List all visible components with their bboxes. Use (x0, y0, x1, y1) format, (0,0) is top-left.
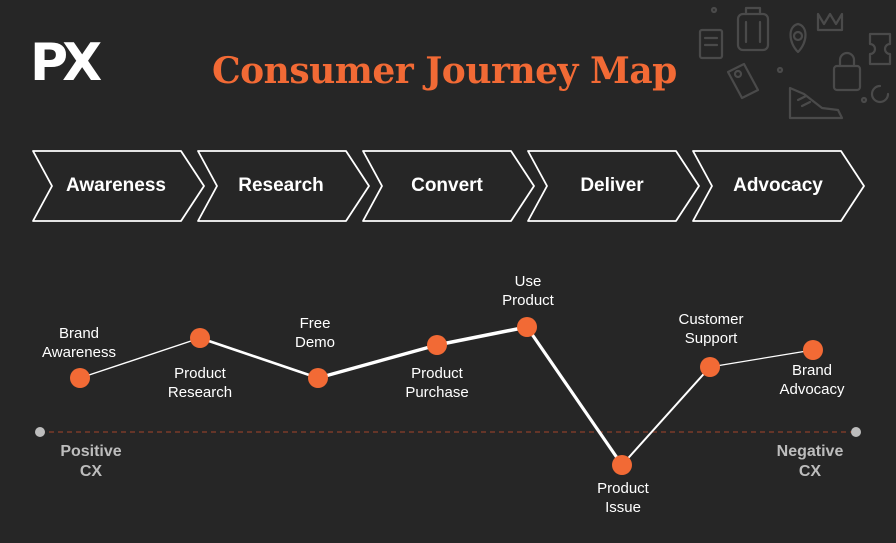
px-logo-text: PX (30, 33, 102, 86)
sneaker-icon (788, 86, 844, 120)
point-label-free-demo: Free Demo (250, 314, 380, 352)
px-logo: PX (30, 33, 106, 86)
point-label-customer-support: Customer Support (646, 310, 776, 348)
journey-segment (199, 336, 319, 380)
tag-icon (726, 62, 760, 100)
point-label-line: Brand (791, 362, 833, 379)
stage-chevron-advocacy (692, 150, 865, 222)
journey-point-product-research (190, 328, 210, 348)
journey-point-product-purchase (427, 335, 447, 355)
journey-point-brand-advocacy (803, 340, 823, 360)
point-label-line: Free (299, 315, 331, 332)
journey-segment (709, 349, 814, 368)
stage-chevron-deliver (527, 150, 700, 222)
decorative-icons (698, 6, 892, 120)
document-icon (698, 28, 724, 60)
point-label-line: Purchase (405, 384, 469, 401)
point-label-line: Advocacy (779, 381, 845, 398)
point-label-line: Brand (58, 325, 100, 342)
point-label-line: Product (502, 292, 554, 309)
axis-label-negative-cx: Negative CX (750, 442, 870, 482)
crown-icon (816, 12, 844, 32)
ticket-icon (868, 32, 892, 66)
journey-point-use-product (517, 317, 537, 337)
journey-segment (525, 326, 624, 466)
stage-label-research: Research (238, 175, 324, 196)
point-label-product-purchase: Product Purchase (372, 364, 502, 402)
stage-chevrons (32, 150, 865, 222)
journey-segment (436, 325, 528, 347)
axis-label-line: Positive (60, 443, 122, 460)
journey-point-customer-support (700, 357, 720, 377)
page-title: Consumer Journey Map (212, 50, 677, 92)
point-label-line: Support (684, 330, 738, 347)
journey-point-free-demo (308, 368, 328, 388)
point-label-line: Research (167, 384, 233, 401)
journey-point-brand-awareness (70, 368, 90, 388)
point-label-line: Product (411, 365, 463, 382)
journey-segment (621, 366, 711, 466)
shopping-bag-icon (832, 51, 862, 92)
stage-chevron-awareness (32, 150, 205, 222)
axis-label-line: CX (79, 463, 103, 480)
point-label-line: Awareness (42, 344, 116, 361)
point-label-line: Product (174, 365, 226, 382)
stage-label-advocacy: Advocacy (733, 175, 823, 196)
axis-label-positive-cx: Positive CX (31, 442, 151, 482)
journey-segment (79, 337, 201, 379)
journey-point-product-issue (612, 455, 632, 475)
point-label-line: Demo (294, 334, 335, 351)
point-label-line: Customer (678, 311, 744, 328)
stage-label-deliver: Deliver (580, 175, 644, 196)
point-label-product-research: Product Research (135, 364, 265, 402)
point-label-line: Product (597, 480, 649, 497)
stage-chevron-convert (362, 150, 535, 222)
axis-label-line: CX (798, 463, 822, 480)
point-label-product-issue: Product Issue (558, 479, 688, 517)
point-label-brand-awareness: Brand Awareness (14, 324, 144, 362)
map-pin-icon (789, 22, 807, 54)
stage-label-awareness: Awareness (66, 175, 166, 196)
baseline-left-marker (35, 427, 45, 437)
point-label-brand-advocacy: Brand Advocacy (747, 361, 877, 399)
point-label-line: Issue (605, 499, 641, 516)
point-label-use-product: Use Product (463, 272, 593, 310)
stage-label-convert: Convert (411, 175, 483, 196)
stage-chevron-research (197, 150, 370, 222)
axis-label-line: Negative (776, 443, 844, 460)
suitcase-icon (736, 6, 770, 52)
journey-segment (317, 343, 438, 380)
point-label-line: Use (514, 273, 542, 290)
baseline-right-marker (851, 427, 861, 437)
